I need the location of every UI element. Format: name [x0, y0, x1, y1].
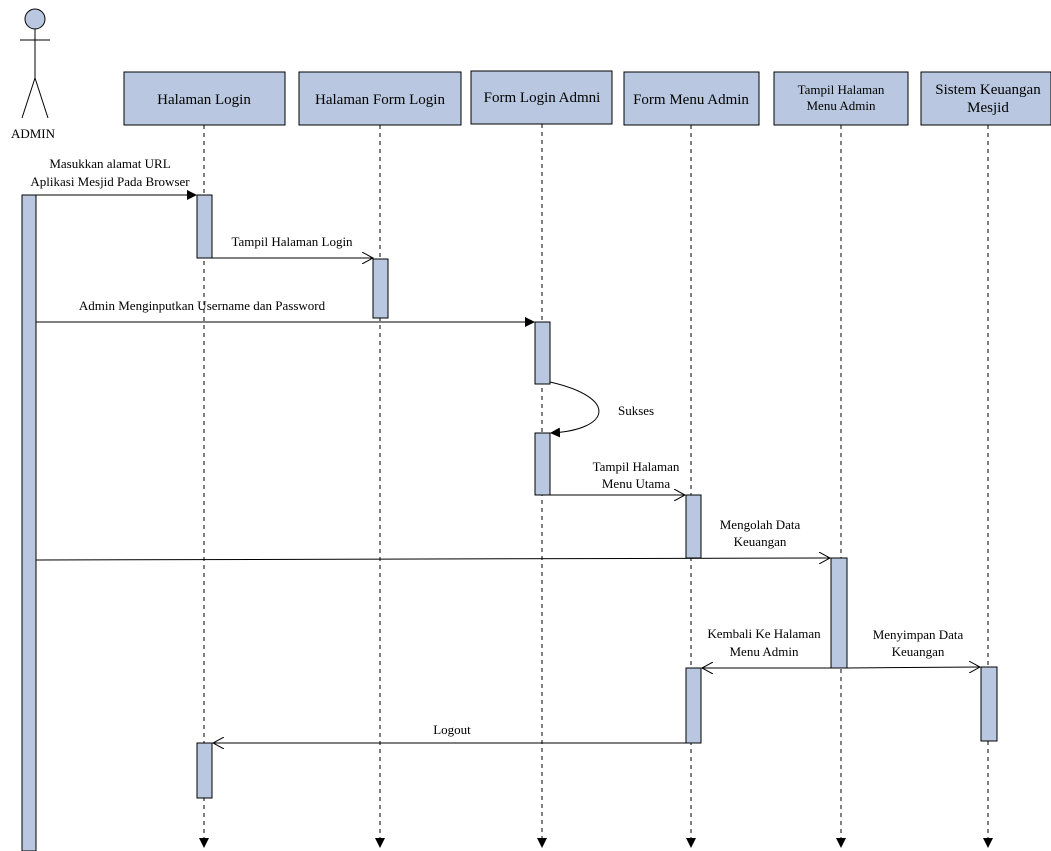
lifeline-box	[298, 71, 462, 126]
message-logout: Logout	[213, 722, 686, 743]
message-masukkan-url: Masukkan alamat URL Aplikasi Mesjid Pada…	[30, 156, 197, 200]
message-label-line-1: Menyimpan Data	[873, 627, 964, 642]
activation-sistem-keuangan	[980, 666, 998, 742]
lifeline-end-arrows	[199, 838, 993, 848]
message-menyimpan-data: Menyimpan Data Keuangan	[846, 627, 980, 668]
lifeline-label-line-2: Mesjid	[967, 100, 1009, 116]
lifeline-label: Halaman Form Login	[315, 92, 445, 108]
activation-tampil-menu-admin	[830, 557, 848, 669]
activation-halaman-login-2	[196, 742, 213, 799]
lifeline-form-menu-admin: Form Menu Admin	[623, 71, 760, 126]
message-input-username-password: Admin Menginputkan Username dan Password	[36, 298, 535, 327]
lifeline-label: Form Login Admni	[484, 90, 601, 106]
lifeline-label-line-1: Tampil Halaman	[798, 82, 885, 97]
message-label-line-1: Masukkan alamat URL	[49, 156, 170, 171]
message-self-arrow	[549, 381, 600, 438]
lifeline-label: Halaman Login	[157, 92, 251, 108]
end-arrow-halaman-form-login	[375, 838, 385, 848]
lifeline-box	[920, 71, 1051, 126]
message-tampil-halaman-login: Tampil Halaman Login	[212, 234, 373, 258]
message-label: Sukses	[618, 403, 654, 418]
end-arrow-tampil-halaman-menu-admin	[836, 838, 846, 848]
lifeline-sistem-keuangan-mesjid: Sistem Keuangan Mesjid	[920, 71, 1051, 126]
message-label-line-2: Keuangan	[892, 644, 945, 659]
lifeline-label-line-2: Menu Admin	[807, 98, 876, 113]
lifeline-box	[623, 71, 760, 126]
activation-halaman-form-login	[372, 258, 389, 319]
actor-right-leg	[34, 77, 49, 119]
actor-admin: ADMIN	[11, 8, 56, 141]
message-label-line-2: Aplikasi Mesjid Pada Browser	[30, 174, 190, 189]
message-mengolah-data: Mengolah Data Keuangan	[35, 517, 830, 560]
message-sukses: Sukses	[549, 381, 654, 438]
lifeline-tampil-halaman-menu-admin: Tampil Halaman Menu Admin	[773, 71, 909, 126]
actor-left-leg	[21, 77, 36, 119]
end-arrow-halaman-login	[199, 838, 209, 848]
activation-halaman-login-1	[196, 194, 213, 259]
message-tampil-menu-utama: Tampil Halaman Menu Utama	[550, 459, 685, 495]
message-label-line-2: Menu Utama	[602, 476, 670, 491]
actor-head	[24, 8, 46, 30]
activation-form-menu-admin-2	[685, 667, 702, 744]
lifeline-label: Form Menu Admin	[633, 92, 749, 108]
message-arrow	[846, 667, 980, 668]
lifeline-halaman-login: Halaman Login	[123, 71, 286, 126]
lifeline-box	[470, 70, 613, 125]
message-label-line-2: Menu Admin	[730, 644, 799, 659]
message-label: Logout	[433, 722, 471, 737]
activation-bars	[21, 194, 998, 851]
message-label-line-1: Tampil Halaman	[593, 459, 680, 474]
lifeline-form-login-admni: Form Login Admni	[470, 70, 613, 125]
activation-form-login-1	[534, 321, 551, 385]
activation-form-login-2	[534, 432, 551, 496]
lifeline-dashes	[203, 124, 989, 838]
message-label-line-1: Mengolah Data	[720, 517, 801, 532]
message-label-line-1: Kembali Ke Halaman	[707, 626, 821, 641]
end-arrow-form-login-admni	[537, 838, 547, 848]
end-arrow-form-menu-admin	[686, 838, 696, 848]
message-kembali-menu-admin: Kembali Ke Halaman Menu Admin	[702, 626, 847, 668]
end-arrow-sistem-keuangan-mesjid	[983, 838, 993, 848]
activation-form-menu-admin-1	[685, 494, 702, 559]
lifeline-box	[773, 71, 909, 126]
lifeline-label-line-1: Sistem Keuangan	[935, 82, 1041, 98]
lifeline-halaman-form-login: Halaman Form Login	[298, 71, 462, 126]
activation-admin	[21, 194, 37, 851]
lifeline-box	[123, 71, 286, 126]
message-label-line-2: Keuangan	[734, 534, 787, 549]
message-label: Admin Menginputkan Username dan Password	[79, 298, 326, 313]
actor-label: ADMIN	[11, 126, 56, 141]
message-label: Tampil Halaman Login	[231, 234, 353, 249]
message-arrow	[35, 558, 830, 560]
